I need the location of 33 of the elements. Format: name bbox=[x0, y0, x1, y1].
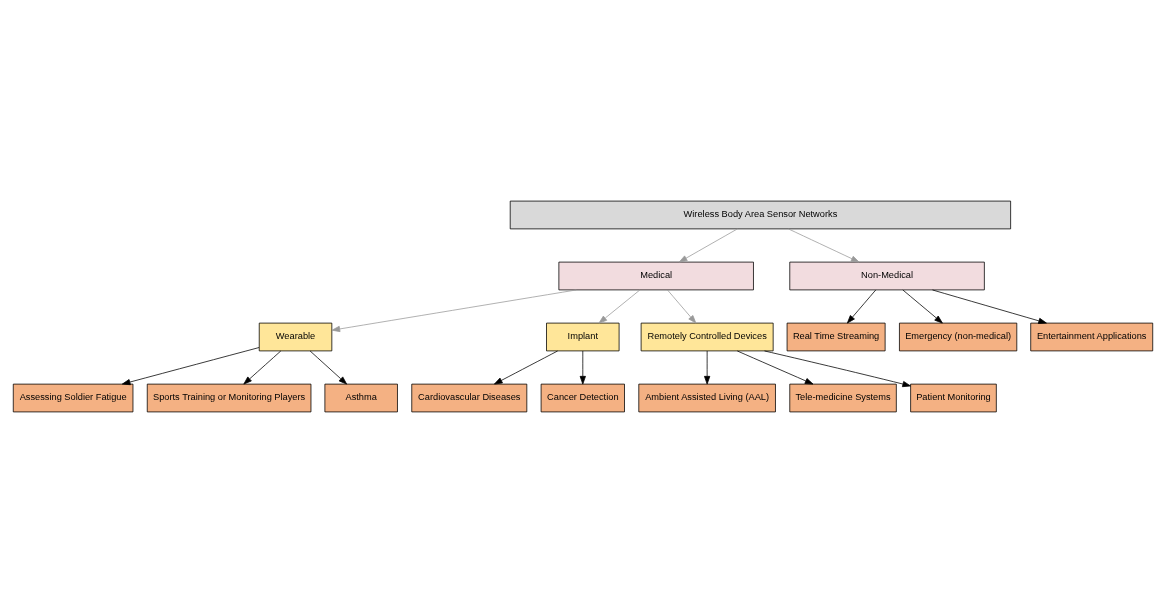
arrow bbox=[667, 289, 697, 323]
node-box: Remotely Controlled Devices bbox=[640, 322, 774, 351]
node-box: Emergency (non-medical) bbox=[899, 322, 1018, 351]
arrow bbox=[764, 350, 911, 387]
node-box: Tele-medicine Systems bbox=[789, 383, 897, 412]
node-box: Non-Medical bbox=[789, 261, 985, 290]
node-box: Asthma bbox=[324, 383, 398, 412]
node-box: Patient Monitoring bbox=[910, 383, 997, 412]
node-box: Real Time Streaming bbox=[786, 322, 886, 351]
node-box: Wireless Body Area Sensor Networks bbox=[509, 200, 1011, 229]
arrow bbox=[121, 346, 260, 385]
arrow bbox=[847, 289, 877, 323]
node-box: Wearable bbox=[258, 322, 333, 351]
arrow bbox=[331, 289, 577, 332]
arrow bbox=[788, 228, 860, 262]
arrow bbox=[598, 289, 641, 323]
arrow bbox=[736, 350, 814, 384]
node-box: Sports Training or Monitoring Players bbox=[146, 383, 312, 412]
node-box: Ambient Assisted Living (AAL) bbox=[638, 383, 776, 412]
node-box: Cardiovascular Diseases bbox=[411, 383, 528, 412]
arrow bbox=[704, 350, 711, 384]
node-box: Implant bbox=[546, 322, 620, 351]
node-box: Entertainment Applications bbox=[1030, 322, 1154, 351]
node-box: Assessing Soldier Fatigue bbox=[12, 383, 134, 412]
arrow bbox=[678, 228, 738, 262]
arrow bbox=[902, 289, 943, 323]
arrow bbox=[932, 289, 1047, 324]
arrow bbox=[579, 350, 586, 384]
arrow bbox=[243, 350, 282, 384]
arrow bbox=[494, 350, 558, 384]
node-box: Cancer Detection bbox=[540, 383, 625, 412]
arrow bbox=[309, 350, 348, 384]
node-box: Medical bbox=[558, 261, 754, 290]
